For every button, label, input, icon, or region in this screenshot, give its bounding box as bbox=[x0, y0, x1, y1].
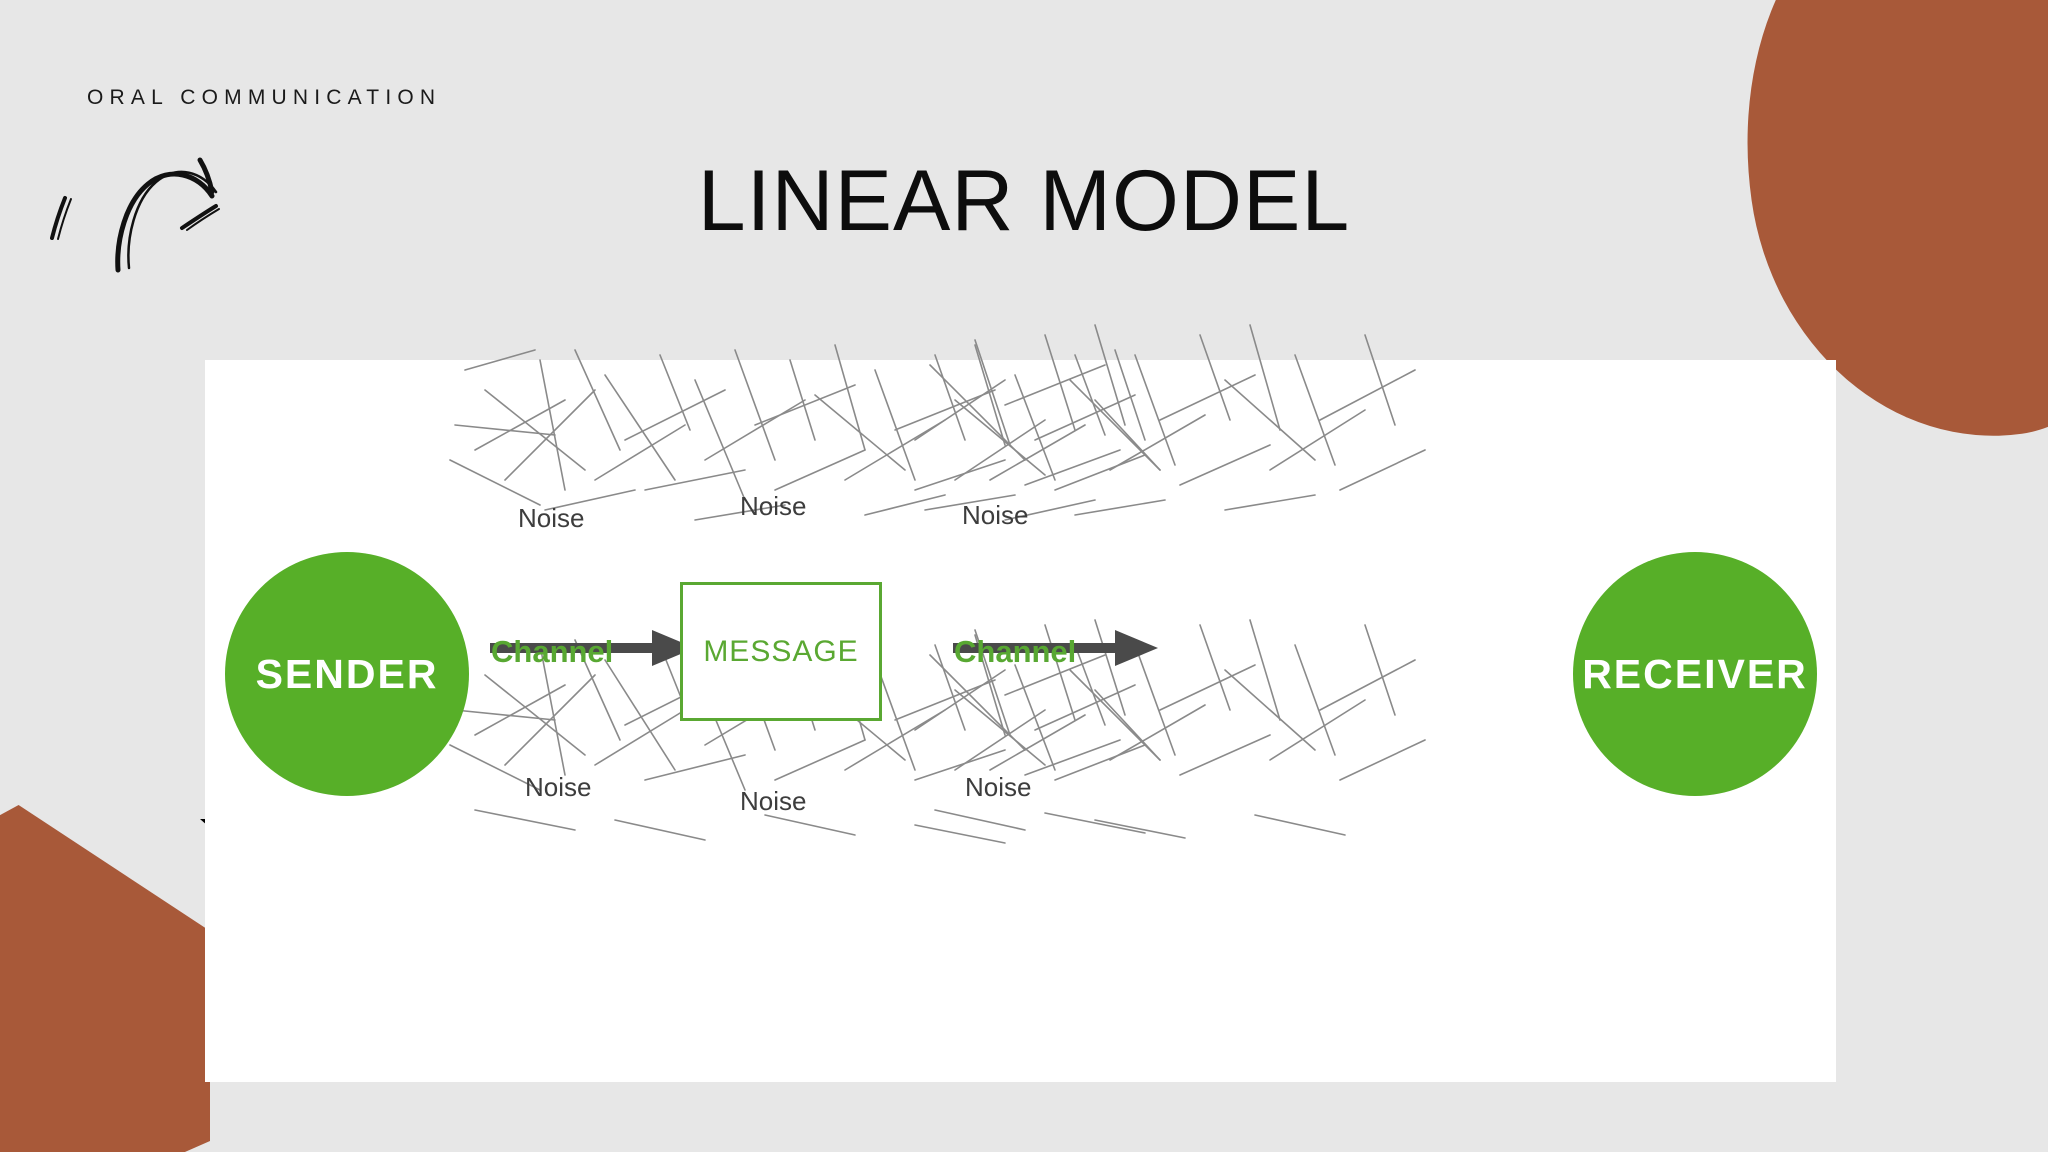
message-label: MESSAGE bbox=[703, 634, 859, 668]
page-title: LINEAR MODEL bbox=[697, 153, 1351, 249]
noise-label-bottom-right: Noise bbox=[965, 772, 1032, 802]
sender-node[interactable]: SENDER bbox=[225, 552, 469, 796]
noise-label-bottom-center: Noise bbox=[740, 786, 807, 816]
sender-label: SENDER bbox=[255, 650, 439, 697]
receiver-label: RECEIVER bbox=[1582, 650, 1808, 697]
noise-label-top-right: Noise bbox=[962, 500, 1029, 530]
noise-label-top-left: Noise bbox=[518, 503, 585, 533]
message-box[interactable]: MESSAGE bbox=[680, 582, 882, 721]
noise-label-top-center: Noise bbox=[740, 491, 807, 521]
eyebrow-label: ORAL COMMUNICATION bbox=[87, 86, 442, 109]
terracotta-hexagon-decoration bbox=[0, 805, 210, 1152]
noise-label-bottom-left: Noise bbox=[525, 772, 592, 802]
content-panel: SENDER RECEIVER MESSAGE Channel Channel … bbox=[205, 324, 1836, 1082]
receiver-node[interactable]: RECEIVER bbox=[1573, 552, 1817, 796]
channel-label-right: Channel bbox=[954, 634, 1077, 669]
channel-label-left: Channel bbox=[491, 634, 614, 669]
diagram-arrows bbox=[490, 630, 1158, 666]
